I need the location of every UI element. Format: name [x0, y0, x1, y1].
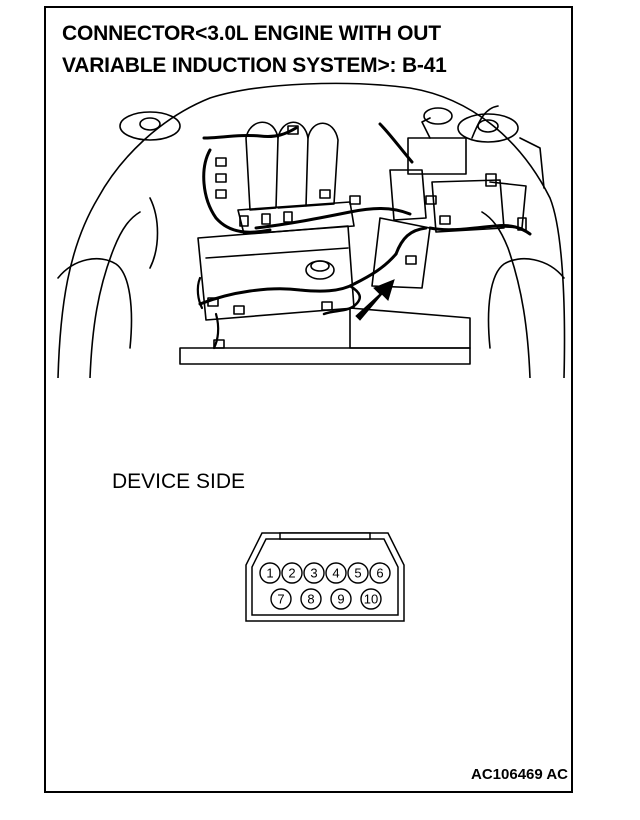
connector-pin-label-2: 2	[288, 566, 295, 581]
figure-frame	[44, 6, 573, 793]
connector-pin-label-9: 9	[337, 592, 344, 607]
connector-pin-1	[259, 562, 281, 584]
connector-pin-4	[325, 562, 347, 584]
connector-pin-label-5: 5	[354, 566, 361, 581]
connector-pin-label-7: 7	[277, 592, 284, 607]
connector-pin-6	[369, 562, 391, 584]
connector-pin-label-10: 10	[364, 592, 378, 607]
connector-pin-label-4: 4	[332, 566, 339, 581]
connector-pin-label-3: 3	[310, 566, 317, 581]
connector-pin-10	[360, 588, 382, 610]
connector-pin-8	[300, 588, 322, 610]
title-line-1: CONNECTOR<3.0L ENGINE WITH OUT	[62, 22, 441, 45]
connector-pin-5	[347, 562, 369, 584]
connector-pin-3	[303, 562, 325, 584]
connector-pin-2	[281, 562, 303, 584]
connector-pin-7	[270, 588, 292, 610]
figure-code: AC106469 AC	[471, 766, 568, 783]
connector-pin-label-1: 1	[266, 566, 273, 581]
connector-pin-label-6: 6	[376, 566, 383, 581]
locator-arrow-icon	[355, 279, 395, 321]
title-line-2: VARIABLE INDUCTION SYSTEM>: B-41	[62, 54, 447, 77]
figure-title: CONNECTOR<3.0L ENGINE WITH OUT VARIABLE …	[62, 18, 447, 82]
connector-pin-label-8: 8	[307, 592, 314, 607]
engine-bay-illustration	[57, 82, 566, 378]
device-side-label: DEVICE SIDE	[112, 470, 246, 493]
connector-pin-9	[330, 588, 352, 610]
